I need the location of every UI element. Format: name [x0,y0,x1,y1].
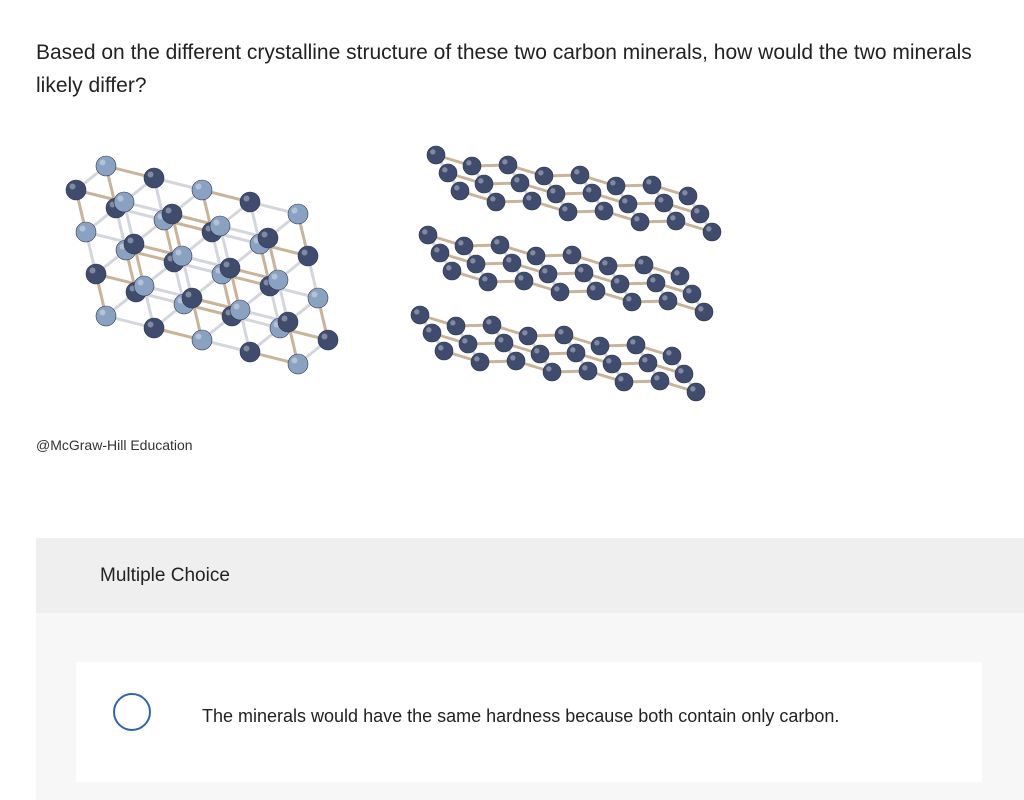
radio-button-icon[interactable] [113,693,151,731]
crystal-structure-illustration [65,145,722,402]
multiple-choice-panel: Multiple Choice The minerals would have … [36,538,1024,800]
answer-option[interactable]: The minerals would have the same hardnes… [76,662,982,782]
multiple-choice-title: Multiple Choice [100,565,230,586]
graphite-layers-image [410,145,722,402]
question-text: Based on the different crystalline struc… [36,41,972,97]
answer-option-text: The minerals would have the same hardnes… [202,706,840,726]
diamond-lattice-image [65,155,339,375]
multiple-choice-header: Multiple Choice [36,538,1024,613]
image-credit: @McGraw-Hill Education [36,437,193,453]
carbon-structures-figure [36,125,756,425]
